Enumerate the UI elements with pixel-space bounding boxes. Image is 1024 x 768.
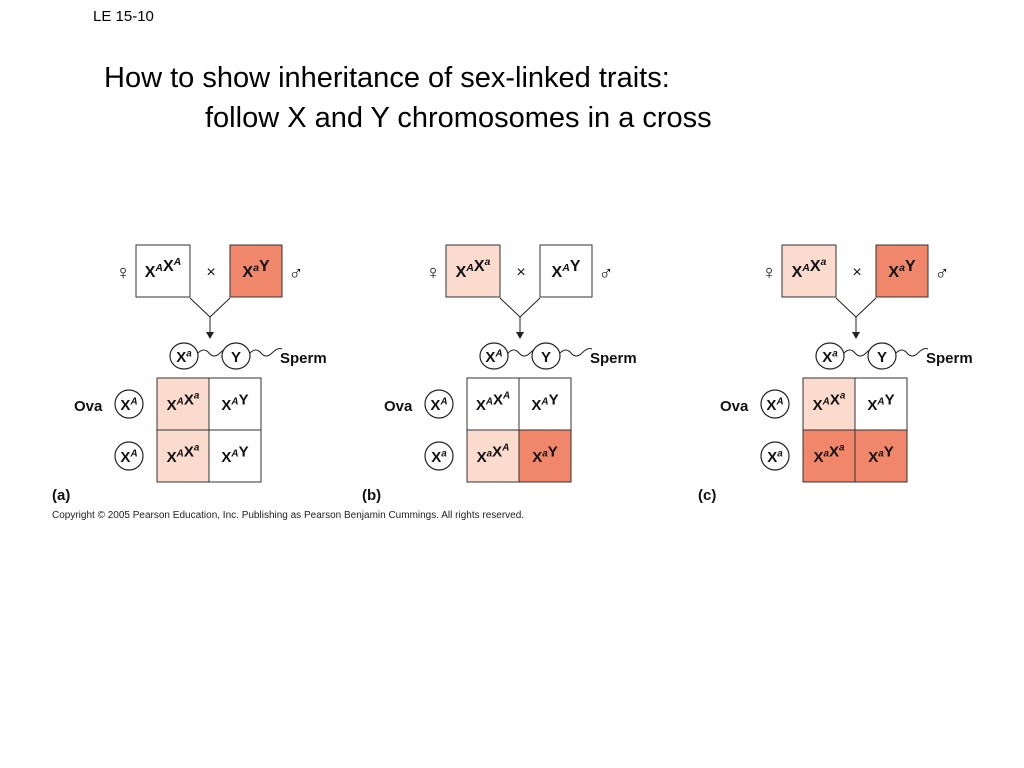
- punnett-cell: [802, 377, 856, 431]
- male-symbol-icon: ♂: [599, 263, 614, 285]
- offspring-genotype: XaXA: [477, 443, 510, 466]
- offspring-genotype: XAY: [867, 391, 894, 414]
- ovum-genotype: XA: [430, 396, 447, 414]
- ovum-genotype: XA: [120, 396, 137, 414]
- ova-label: Ova: [74, 398, 103, 415]
- offspring-genotype: XAXa: [813, 391, 846, 414]
- title-line-1: How to show inheritance of sex-linked tr…: [104, 62, 670, 94]
- female-symbol-icon: ♀: [116, 262, 131, 284]
- arrow-down-icon: [516, 332, 524, 339]
- sperm-label: Sperm: [590, 350, 637, 367]
- cross-symbol: ×: [852, 264, 861, 281]
- sperm-cell: [815, 342, 845, 370]
- panel-label: (c): [698, 487, 716, 504]
- male-symbol-icon: ♂: [935, 263, 950, 285]
- offspring-genotype: XAY: [221, 443, 248, 466]
- sperm-cell: [867, 342, 897, 370]
- offspring-genotype: XAY: [531, 391, 558, 414]
- father-genotype-box: [875, 244, 929, 298]
- arrow-down-icon: [206, 332, 214, 339]
- mother-genotype: XAXA: [145, 256, 182, 281]
- sperm-tail: [559, 348, 593, 357]
- sperm-label: Sperm: [280, 350, 327, 367]
- ova-label: Ova: [720, 398, 749, 415]
- ovum-genotype: Xa: [767, 448, 783, 466]
- panel-label: (a): [52, 487, 70, 504]
- father-genotype: XaY: [888, 258, 916, 281]
- arrow-down-icon: [852, 332, 860, 339]
- cross-connector: [835, 297, 877, 318]
- ovum-cell: [114, 389, 144, 419]
- sperm-cell: [531, 342, 561, 370]
- ova-label: Ova: [384, 398, 413, 415]
- ovum-genotype: XA: [120, 448, 137, 466]
- sperm-genotype: Y: [541, 349, 551, 366]
- offspring-genotype: XaY: [868, 443, 894, 466]
- cross-connector: [189, 297, 231, 318]
- sperm-genotype: Y: [877, 349, 887, 366]
- ovum-genotype: Xa: [431, 448, 447, 466]
- slide-label: LE 15-10: [93, 8, 154, 25]
- sperm-cell: [169, 342, 199, 370]
- offspring-genotype: XAXa: [167, 443, 200, 466]
- ovum-cell: [760, 389, 790, 419]
- mother-genotype-box: [135, 244, 191, 298]
- offspring-genotype: XaXa: [813, 443, 845, 466]
- punnett-cell: [208, 429, 262, 483]
- sperm-genotype: Y: [231, 349, 241, 366]
- female-symbol-icon: ♀: [426, 262, 441, 284]
- ovum-genotype: XA: [766, 396, 783, 414]
- female-symbol-icon: ♀: [762, 262, 777, 284]
- offspring-genotype: XAXA: [476, 391, 510, 414]
- title-line-2: follow X and Y chromosomes in a cross: [205, 102, 712, 134]
- mother-genotype: XAXa: [456, 256, 491, 281]
- offspring-genotype: XAXa: [167, 391, 200, 414]
- copyright-notice: Copyright © 2005 Pearson Education, Inc.…: [52, 510, 525, 521]
- slide-title: How to show inheritance of sex-linked tr…: [104, 58, 712, 138]
- sperm-cell: [479, 342, 509, 370]
- mother-genotype-box: [445, 244, 501, 298]
- punnett-cell: [466, 377, 520, 431]
- sperm-tail: [249, 348, 283, 357]
- sperm-genotype: Xa: [176, 348, 192, 366]
- panel-label: (b): [362, 487, 381, 504]
- ovum-cell: [424, 441, 454, 471]
- male-symbol-icon: ♂: [289, 263, 304, 285]
- father-genotype: XAY: [552, 258, 581, 281]
- cross-symbol: ×: [516, 264, 525, 281]
- father-genotype: XaY: [242, 258, 270, 281]
- father-genotype-box: [539, 244, 593, 298]
- offspring-genotype: XAY: [221, 391, 248, 414]
- punnett-cell: [854, 377, 908, 431]
- punnett-cell: [854, 429, 908, 483]
- ovum-cell: [114, 441, 144, 471]
- punnett-cell: [518, 429, 572, 483]
- father-genotype-box: [229, 244, 283, 298]
- sperm-label: Sperm: [926, 350, 973, 367]
- mother-genotype: XAXa: [792, 256, 827, 281]
- punnett-cell: [156, 429, 210, 483]
- mother-genotype-box: [781, 244, 837, 298]
- ovum-cell: [424, 389, 454, 419]
- ovum-cell: [760, 441, 790, 471]
- sperm-cell: [221, 342, 251, 370]
- offspring-genotype: XaY: [532, 443, 558, 466]
- cross-connector: [499, 297, 541, 318]
- sperm-tail: [895, 348, 929, 357]
- cross-symbol: ×: [206, 264, 215, 281]
- sperm-genotype: XA: [485, 348, 502, 366]
- sperm-genotype: Xa: [822, 348, 838, 366]
